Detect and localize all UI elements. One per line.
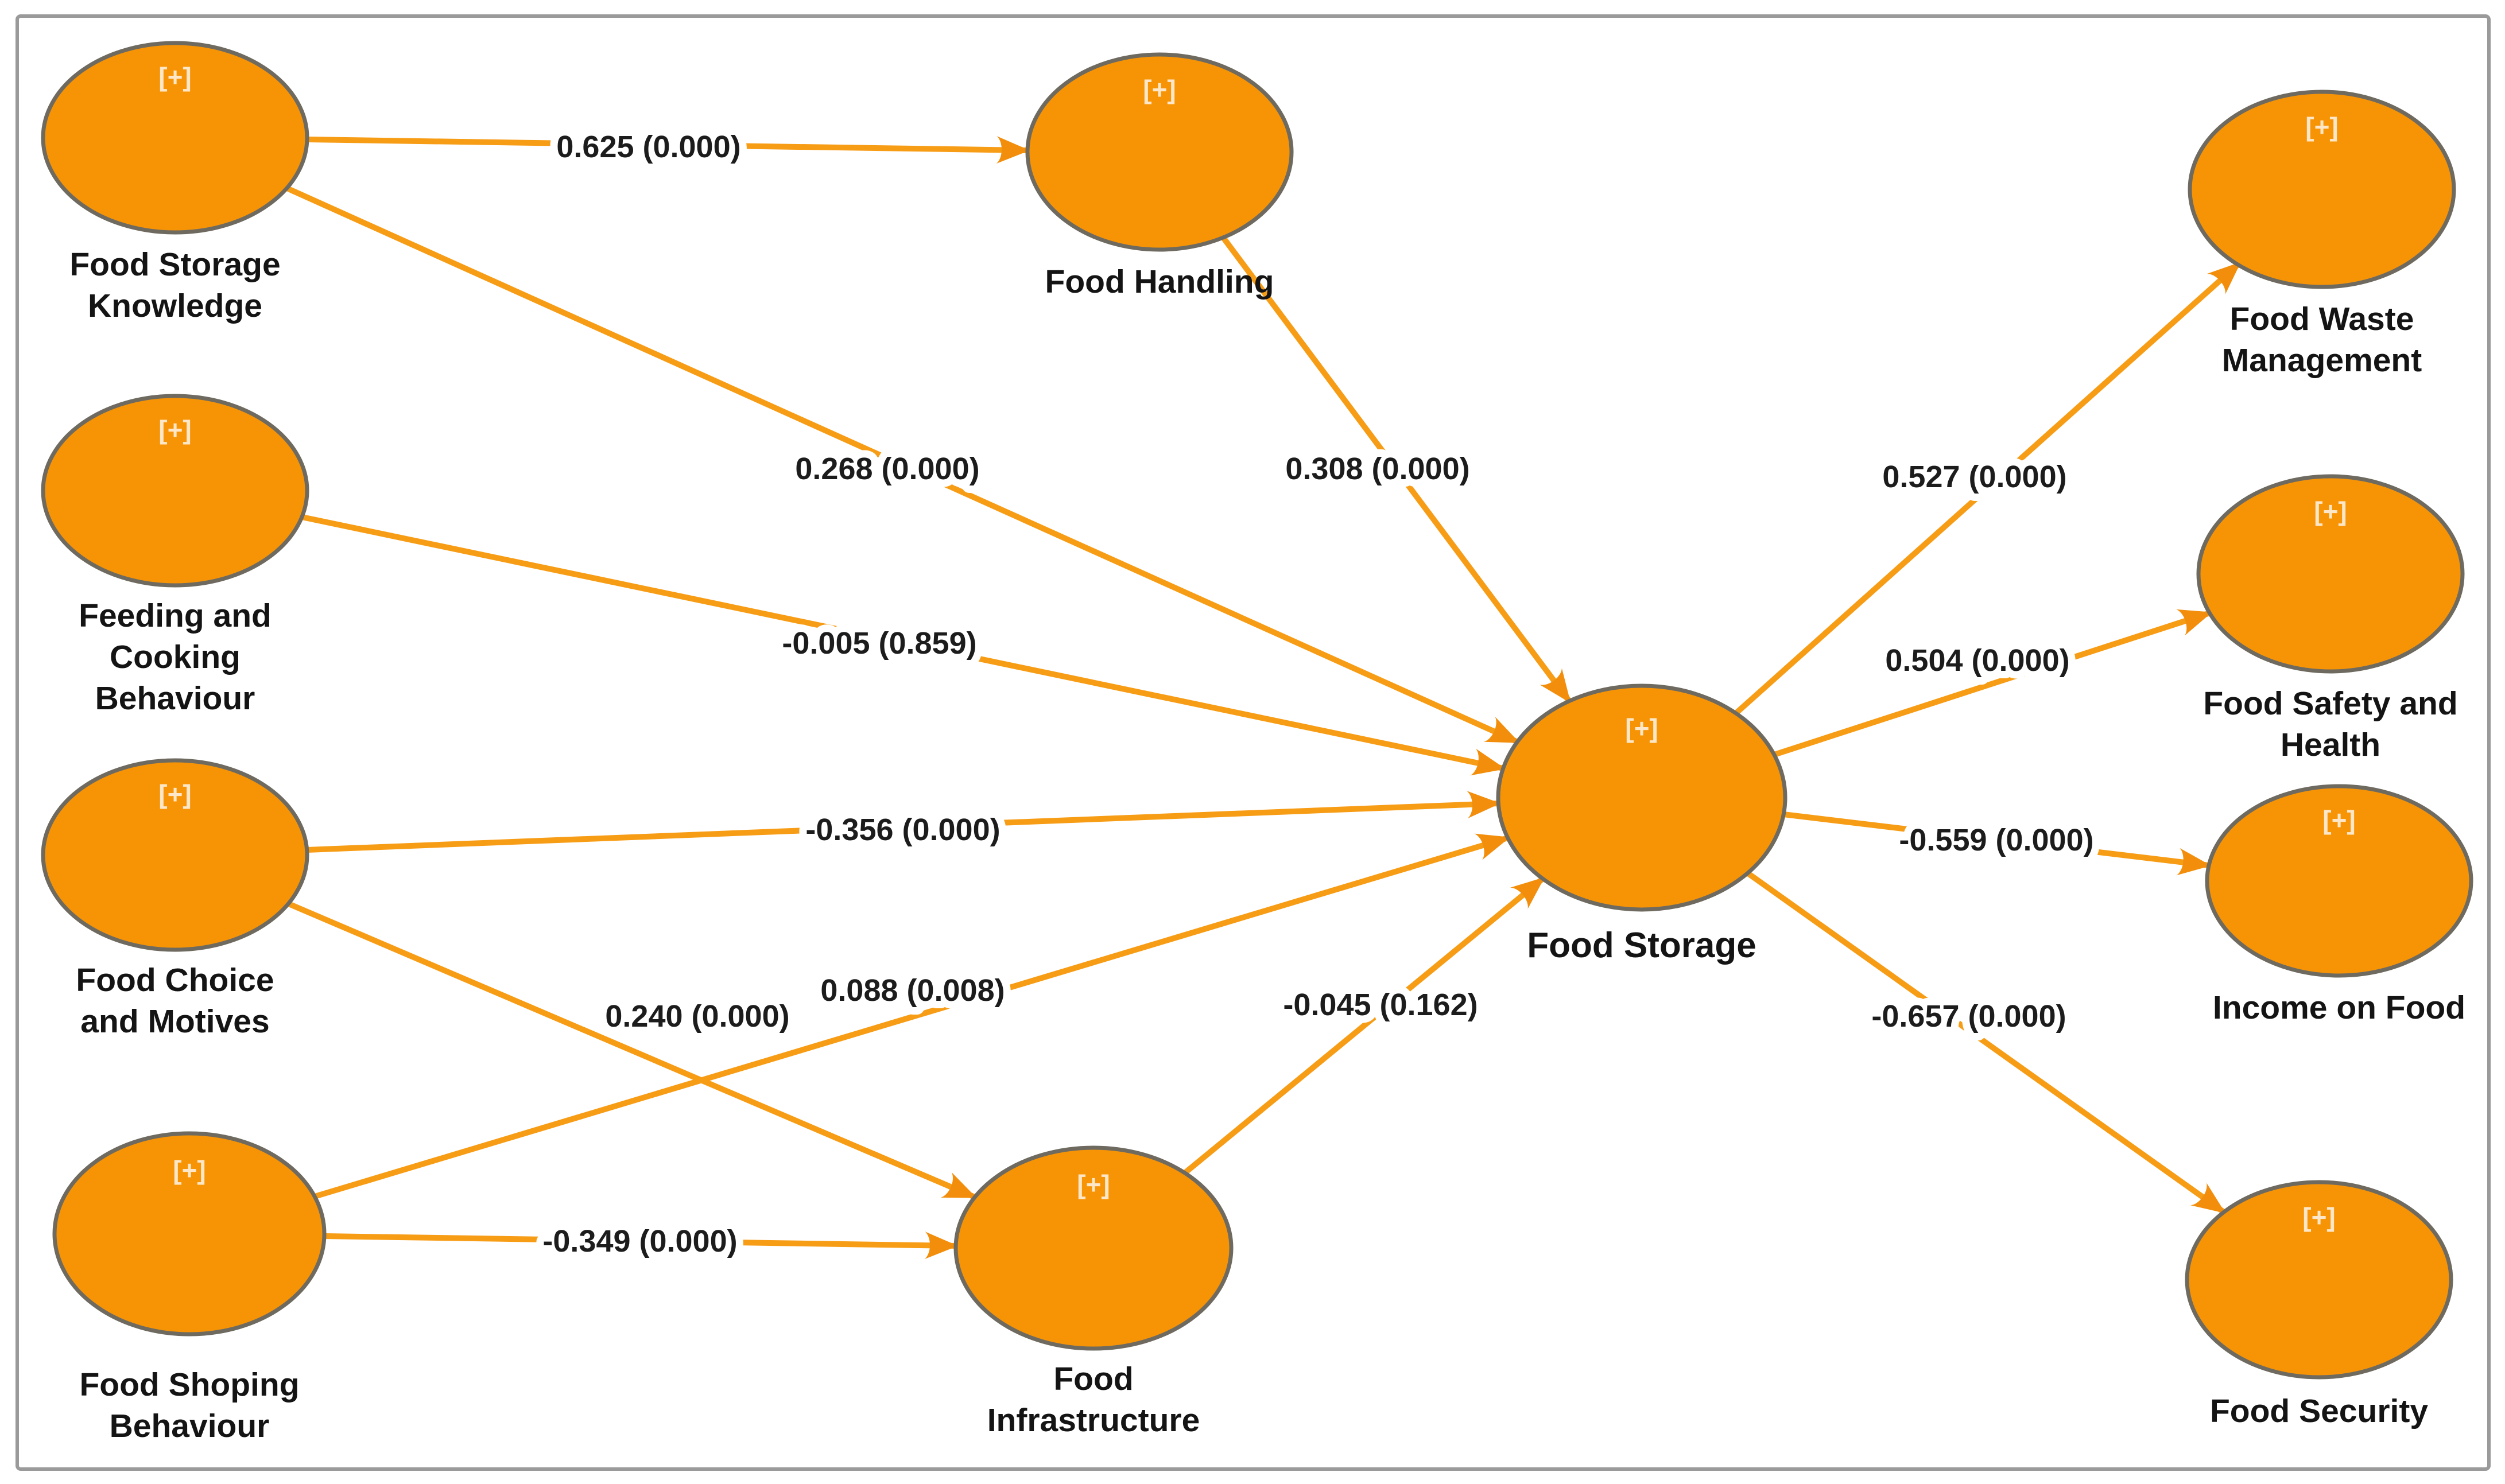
edge-line-shoping-storage bbox=[313, 833, 1510, 1199]
edge-label-knowledge-handling: 0.625 (0.000) bbox=[556, 130, 740, 164]
plus-indicator: [+] bbox=[2302, 1202, 2336, 1232]
plus-indicator: [+] bbox=[158, 62, 192, 92]
node-food-shoping-behaviour: [+] Food Shoping Behaviour bbox=[52, 1131, 327, 1444]
node-ellipse-food-choice-and-motives bbox=[41, 758, 309, 952]
edge-line-choice-storage bbox=[307, 791, 1500, 853]
node-label-line: Behaviour bbox=[110, 1408, 270, 1444]
node-ellipse-food-safety-and-health bbox=[2196, 474, 2465, 674]
node-label-line: Food Handling bbox=[1045, 263, 1274, 300]
edge-line-knowledge-storage bbox=[285, 185, 1520, 745]
node-feeding-and-cooking-behaviour: [+] Feeding and Cooking Behaviour bbox=[41, 394, 309, 717]
node-label-line: Income on Food bbox=[2213, 989, 2465, 1026]
node-label-line: Food Storage bbox=[69, 246, 280, 283]
edge-labels-layer: 0.625 (0.000) 0.268 (0.000) 0.308 (0.000… bbox=[535, 122, 2101, 1266]
edge-label-infrastructure-storage: -0.045 (0.162) bbox=[1283, 988, 1478, 1022]
node-label-line: Management bbox=[2222, 342, 2422, 379]
node-label-line: Infrastructure bbox=[987, 1402, 1200, 1439]
node-ellipse-food-security bbox=[2185, 1180, 2453, 1380]
node-ellipse-income-on-food bbox=[2205, 784, 2473, 978]
node-ellipse-food-storage bbox=[1496, 683, 1787, 912]
node-label-line: Food Safety and bbox=[2203, 685, 2457, 722]
edge-label-shoping-storage: 0.088 (0.008) bbox=[820, 973, 1005, 1008]
node-label-line: Feeding and bbox=[79, 597, 272, 634]
plus-indicator: [+] bbox=[1077, 1170, 1110, 1199]
node-ellipse-feeding-and-cooking-behaviour bbox=[41, 394, 309, 588]
node-ellipse-food-shoping-behaviour bbox=[52, 1131, 327, 1337]
edge-label-knowledge-storage: 0.268 (0.000) bbox=[795, 452, 979, 486]
edge-line-storage-waste bbox=[1734, 261, 2242, 716]
edge-label-choice-storage: -0.356 (0.000) bbox=[805, 813, 1000, 847]
plus-indicator: [+] bbox=[1143, 75, 1176, 104]
plus-indicator: [+] bbox=[158, 415, 192, 445]
edge-label-storage-income: -0.559 (0.000) bbox=[1899, 823, 2093, 857]
node-label-line: Food bbox=[1053, 1361, 1133, 1397]
node-ellipse-food-infrastructure bbox=[953, 1145, 1234, 1351]
plus-indicator: [+] bbox=[173, 1155, 206, 1185]
node-food-choice-and-motives: [+] Food Choice and Motives bbox=[41, 758, 309, 1040]
edge-line-storage-security bbox=[1746, 870, 2226, 1215]
node-label-line: Food Waste bbox=[2230, 301, 2414, 337]
node-income-on-food: [+] Income on Food bbox=[2205, 784, 2473, 1026]
plus-indicator: [+] bbox=[158, 779, 192, 809]
figure-frame bbox=[15, 14, 2491, 1471]
node-food-storage-knowledge: [+] Food Storage Knowledge bbox=[41, 41, 309, 324]
node-label-line: Food Choice bbox=[76, 962, 274, 999]
edge-line-knowledge-handling bbox=[307, 136, 1030, 164]
node-food-infrastructure: [+] Food Infrastructure bbox=[953, 1145, 1234, 1439]
node-food-waste-management: [+] Food Waste Management bbox=[2188, 90, 2456, 379]
plus-indicator: [+] bbox=[2314, 496, 2347, 526]
edge-line-infrastructure-storage bbox=[1182, 876, 1545, 1175]
node-label-line: Food Storage bbox=[1527, 926, 1756, 965]
node-food-security: [+] Food Security bbox=[2185, 1180, 2453, 1429]
node-label-line: Health bbox=[2281, 727, 2380, 763]
edge-label-choice-infrastructure: 0.240 (0.000) bbox=[605, 999, 789, 1034]
edge-line-shoping-infrastructure bbox=[324, 1232, 958, 1260]
edge-line-storage-income bbox=[1783, 811, 2211, 876]
node-food-safety-and-health: [+] Food Safety and Health bbox=[2196, 474, 2465, 763]
edge-label-feeding-storage: -0.005 (0.859) bbox=[782, 626, 976, 661]
node-label-line: Knowledge bbox=[88, 288, 262, 324]
node-ellipse-food-handling bbox=[1025, 52, 1294, 252]
node-ellipse-food-waste-management bbox=[2188, 90, 2456, 289]
node-food-handling: [+] Food Handling bbox=[1025, 52, 1294, 300]
plus-indicator: [+] bbox=[2305, 112, 2339, 142]
node-label-line: Cooking bbox=[110, 639, 241, 675]
node-ellipse-food-storage-knowledge bbox=[41, 41, 309, 235]
node-label-line: Behaviour bbox=[95, 680, 255, 717]
plus-indicator: [+] bbox=[1625, 713, 1658, 743]
nodes-layer: [+] Food Storage Knowledge [+] Feeding a… bbox=[41, 41, 2473, 1444]
node-food-storage: [+] Food Storage bbox=[1496, 683, 1787, 965]
edge-line-storage-safety bbox=[1773, 609, 2212, 757]
edge-line-handling-storage bbox=[1220, 236, 1572, 704]
edge-label-storage-waste: 0.527 (0.000) bbox=[1882, 460, 2066, 494]
edge-label-storage-security: -0.657 (0.000) bbox=[1871, 999, 2066, 1034]
node-label-line: Food Shoping bbox=[79, 1366, 299, 1403]
plus-indicator: [+] bbox=[2322, 805, 2356, 835]
edge-line-feeding-storage bbox=[301, 514, 1506, 776]
node-label-line: Food Security bbox=[2210, 1393, 2428, 1429]
edge-line-choice-infrastructure bbox=[288, 901, 977, 1200]
edge-label-handling-storage: 0.308 (0.000) bbox=[1285, 452, 1469, 486]
node-label-line: and Motives bbox=[80, 1003, 269, 1040]
edge-label-shoping-infrastructure: -0.349 (0.000) bbox=[542, 1224, 737, 1258]
edge-label-storage-safety: 0.504 (0.000) bbox=[1885, 643, 2069, 678]
edges-layer bbox=[285, 136, 2242, 1260]
